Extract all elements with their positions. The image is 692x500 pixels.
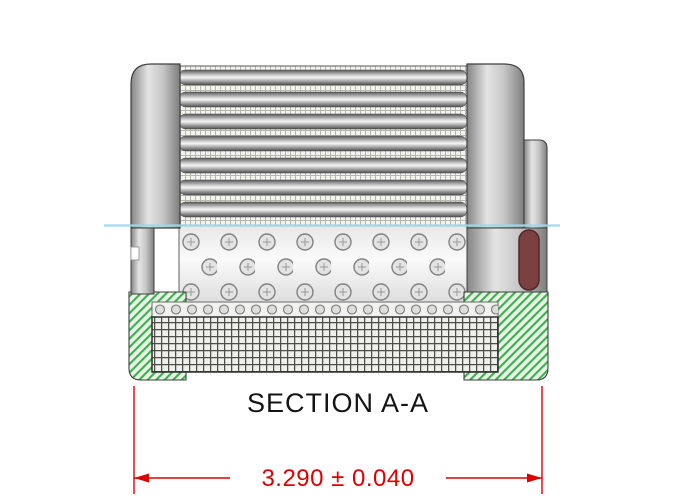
support-rod — [178, 157, 468, 174]
support-rod — [178, 91, 468, 108]
o-ring-seal — [518, 229, 540, 291]
support-rod — [178, 135, 468, 152]
dimension-text: 3.290 ± 0.040 — [261, 465, 414, 492]
support-rod — [178, 113, 468, 130]
left-end-cap-lower — [130, 227, 155, 295]
perforated-strip-holes — [152, 302, 498, 317]
dimension-arrow-left-icon — [134, 473, 149, 483]
outlet-fitting — [523, 139, 548, 229]
left-end-cap-notch — [130, 246, 140, 261]
support-rod — [178, 201, 468, 218]
support-rod — [178, 69, 468, 86]
left-end-cap — [130, 63, 181, 229]
right-end-cap — [466, 63, 525, 229]
section-label: SECTION A-A — [247, 388, 429, 418]
support-rods — [178, 69, 468, 218]
lower-filter-media — [151, 316, 499, 373]
dimension: 3.290 ± 0.040 — [133, 386, 543, 494]
core-tube-perforations — [179, 225, 467, 310]
dimension-arrow-right-icon — [527, 473, 542, 483]
support-rod — [178, 179, 468, 196]
